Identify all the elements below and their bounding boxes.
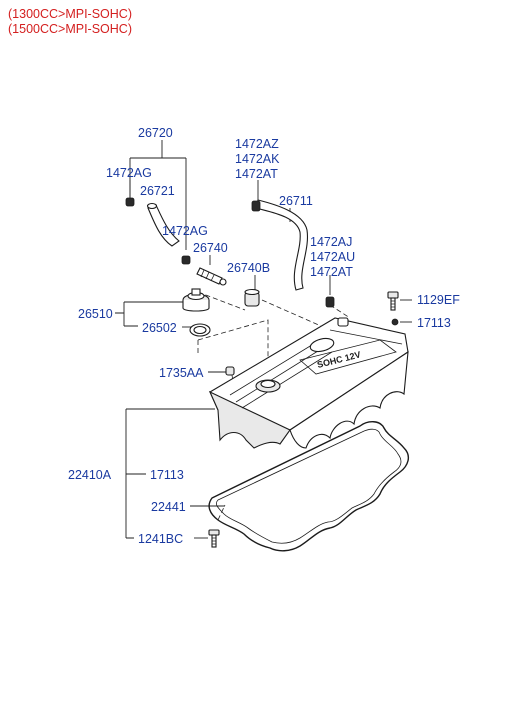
bolt-1129EF <box>387 291 399 311</box>
header-line-1: (1300CC>MPI-SOHC) <box>8 7 132 21</box>
label-1472AT-b: 1472AT <box>310 265 353 279</box>
label-1472AT-a: 1472AT <box>235 167 278 181</box>
label-26740B: 26740B <box>227 261 270 275</box>
rocker-cover-22410A: SOHC 12V <box>208 317 409 449</box>
label-1735AA: 1735AA <box>159 366 204 380</box>
hose-clip-1472AG-b <box>181 255 191 265</box>
label-1472AJ: 1472AJ <box>310 235 352 249</box>
grommet-26740B <box>244 288 260 307</box>
washer-17113 <box>391 318 399 326</box>
label-1472AG-b: 1472AG <box>162 224 208 238</box>
label-1129EF: 1129EF <box>417 293 460 307</box>
label-26502: 26502 <box>142 321 177 335</box>
cap-gasket-26502 <box>189 323 211 337</box>
label-1241BC: 1241BC <box>138 532 183 546</box>
gasket-22441 <box>208 421 410 552</box>
label-17113-a: 17113 <box>417 316 451 330</box>
header-line-2: (1500CC>MPI-SOHC) <box>8 22 132 36</box>
breather-hose-26721 <box>146 202 180 247</box>
label-26510: 26510 <box>78 307 113 321</box>
label-26711: 26711 <box>279 194 313 208</box>
ventilation-hose-26711 <box>251 199 335 308</box>
hose-clip-1472AG-a <box>125 197 135 207</box>
bolt-1241BC <box>208 529 220 548</box>
part-labels: 26720 1472AG 26721 1472AG 26740 1472AZ 1… <box>68 126 460 546</box>
label-26720: 26720 <box>138 126 173 140</box>
label-1472AZ: 1472AZ <box>235 137 279 151</box>
pcv-valve-26740 <box>196 267 227 286</box>
plug-1735AA <box>225 366 235 376</box>
oil-filler-cap-26510 <box>182 288 210 312</box>
label-17113-b: 17113 <box>150 468 184 482</box>
label-26740: 26740 <box>193 241 228 255</box>
label-1472AK: 1472AK <box>235 152 280 166</box>
label-22441: 22441 <box>151 500 186 514</box>
label-1472AG-a: 1472AG <box>106 166 152 180</box>
label-1472AU: 1472AU <box>310 250 355 264</box>
leader-lines <box>115 140 412 539</box>
label-26721: 26721 <box>140 184 175 198</box>
label-22410A: 22410A <box>68 468 112 482</box>
